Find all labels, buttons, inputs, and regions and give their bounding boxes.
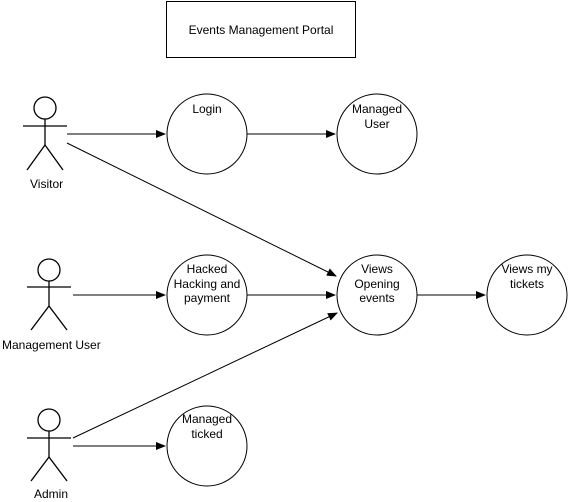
arrow-visitor-to-views-opening bbox=[66, 142, 337, 277]
arrow-admin-to-views-opening bbox=[72, 312, 338, 439]
portal-title: Events Management Portal bbox=[188, 22, 334, 37]
use-case-label-views-opening: Views Opening events bbox=[354, 262, 400, 305]
associations bbox=[66, 130, 486, 450]
use-case-label-views-tickets: Views my tickets bbox=[501, 262, 553, 291]
use-case-views-opening[interactable] bbox=[336, 254, 418, 336]
use-case-hacked-payment[interactable] bbox=[166, 254, 248, 336]
actor-label-management-user: Management User bbox=[2, 338, 101, 352]
use-case-views-tickets[interactable] bbox=[486, 254, 568, 336]
actor-admin-figure[interactable] bbox=[27, 408, 71, 482]
actor-management-user-figure[interactable] bbox=[27, 258, 71, 331]
actor-label-admin: Admin bbox=[34, 487, 69, 501]
portal-title-box: Events Management Portal bbox=[166, 1, 356, 58]
use-case-managed-ticked[interactable] bbox=[166, 405, 248, 487]
actor-visitor-figure[interactable] bbox=[23, 96, 67, 171]
use-case-label-hacked-payment: Hacked Hacking and payment bbox=[173, 262, 241, 305]
actor-label-visitor: Visitor bbox=[30, 177, 64, 191]
use-case-label-managed-user: Managed User bbox=[351, 102, 403, 131]
use-cases bbox=[166, 93, 568, 487]
use-case-managed-user[interactable] bbox=[336, 93, 418, 175]
use-case-label-login: Login bbox=[192, 102, 222, 116]
use-case-login[interactable] bbox=[166, 93, 248, 175]
use-case-label-managed-ticked: Managed ticked bbox=[181, 412, 233, 441]
